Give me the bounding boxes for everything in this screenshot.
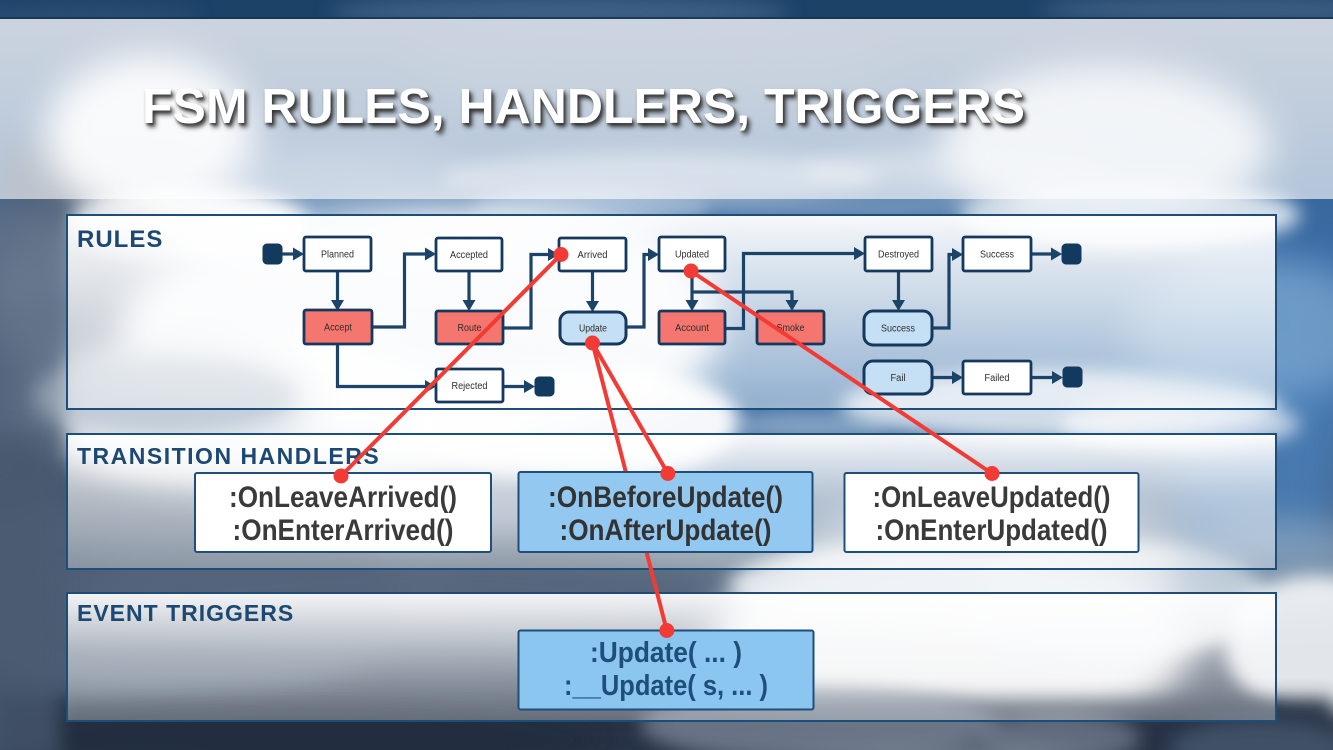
svg-text:Destroyed: Destroyed	[878, 250, 919, 261]
svg-text::OnAfterUpdate(): :OnAfterUpdate()	[560, 514, 772, 547]
svg-text:Success: Success	[980, 250, 1014, 261]
svg-text:Failed: Failed	[985, 373, 1010, 384]
svg-text::__Update( s, ... ): :__Update( s, ... )	[564, 670, 768, 702]
svg-text::OnLeaveUpdated(): :OnLeaveUpdated()	[873, 481, 1111, 514]
svg-text:Success: Success	[881, 324, 915, 335]
svg-text:Account: Account	[675, 323, 709, 334]
svg-text:Route: Route	[458, 323, 482, 334]
svg-text:Smoke: Smoke	[777, 323, 805, 334]
svg-text:Accept: Accept	[324, 323, 352, 334]
svg-text::OnLeaveArrived(): :OnLeaveArrived()	[229, 481, 457, 514]
svg-text::OnEnterArrived(): :OnEnterArrived()	[233, 514, 454, 547]
svg-text:Update: Update	[579, 324, 607, 335]
svg-text::OnBeforeUpdate(): :OnBeforeUpdate()	[548, 481, 783, 514]
svg-text:Accepted: Accepted	[450, 250, 488, 261]
svg-text:Rejected: Rejected	[452, 381, 488, 392]
svg-text::Update( ... ): :Update( ... )	[590, 637, 742, 669]
svg-text:Updated: Updated	[675, 250, 709, 261]
svg-text:Planned: Planned	[321, 250, 354, 261]
svg-text:Fail: Fail	[891, 373, 906, 384]
svg-text::OnEnterUpdated(): :OnEnterUpdated()	[876, 514, 1108, 547]
svg-text:Arrived: Arrived	[578, 250, 608, 261]
